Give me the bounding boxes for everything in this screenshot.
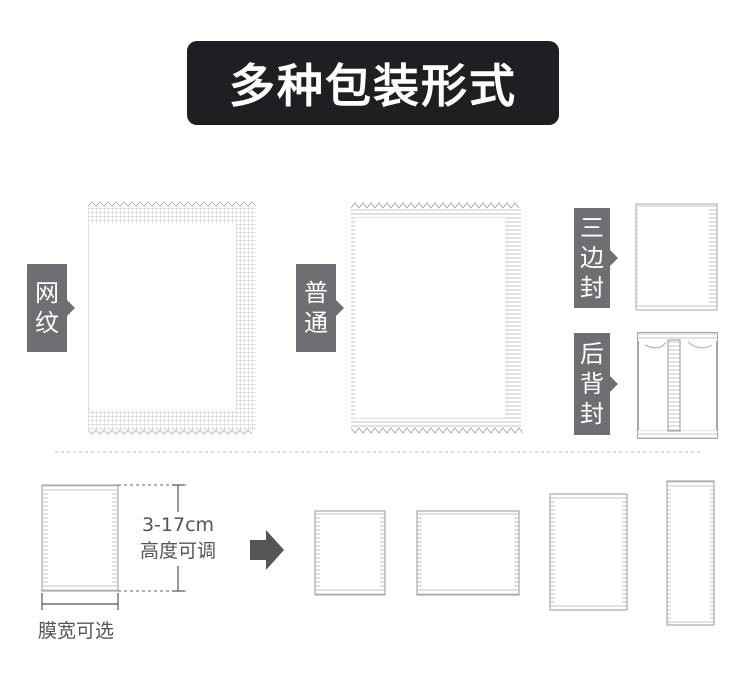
sample-pouch [41, 484, 119, 592]
width-dimension [41, 593, 119, 610]
tag-plain: 普 通 [296, 264, 344, 352]
tag-three-side-char-1: 三 [580, 214, 604, 242]
tag-mesh-char-1: 网 [35, 279, 59, 307]
back-seal-pouch [637, 332, 718, 439]
plain-pouch [350, 202, 524, 434]
tag-plain-char-2: 通 [304, 309, 328, 337]
tag-three-side-char-3: 封 [580, 274, 604, 302]
tag-mesh: 网 纹 [27, 264, 75, 352]
tag-back-seal-char-3: 封 [580, 400, 604, 428]
tag-back-seal: 后 背 封 [574, 333, 618, 435]
height-range-label: 3-17cm 高度可调 [126, 514, 230, 563]
tag-plain-char-1: 普 [304, 279, 328, 307]
height-dimension [118, 484, 186, 592]
mesh-pouch [87, 201, 257, 435]
size-variant-wide [416, 510, 520, 596]
right-arrow-icon [250, 530, 284, 570]
height-adjustable-note: 高度可调 [139, 540, 216, 562]
size-variant-narrow [666, 480, 715, 626]
size-variant-tall [549, 493, 628, 611]
tag-back-seal-char-2: 背 [580, 370, 604, 398]
page-title: 多种包装形式 [229, 59, 517, 113]
three-side-seal-pouch [635, 203, 718, 311]
size-variant-small [314, 510, 386, 596]
tag-three-side-char-2: 边 [580, 244, 604, 272]
tag-back-seal-char-1: 后 [580, 340, 604, 368]
tag-three-side-seal: 三 边 封 [574, 208, 618, 308]
height-range-value: 3-17cm [141, 514, 215, 536]
tag-mesh-char-2: 纹 [35, 309, 59, 337]
film-width-label: 膜宽可选 [38, 620, 115, 642]
title-banner: 多种包装形式 [187, 41, 559, 125]
